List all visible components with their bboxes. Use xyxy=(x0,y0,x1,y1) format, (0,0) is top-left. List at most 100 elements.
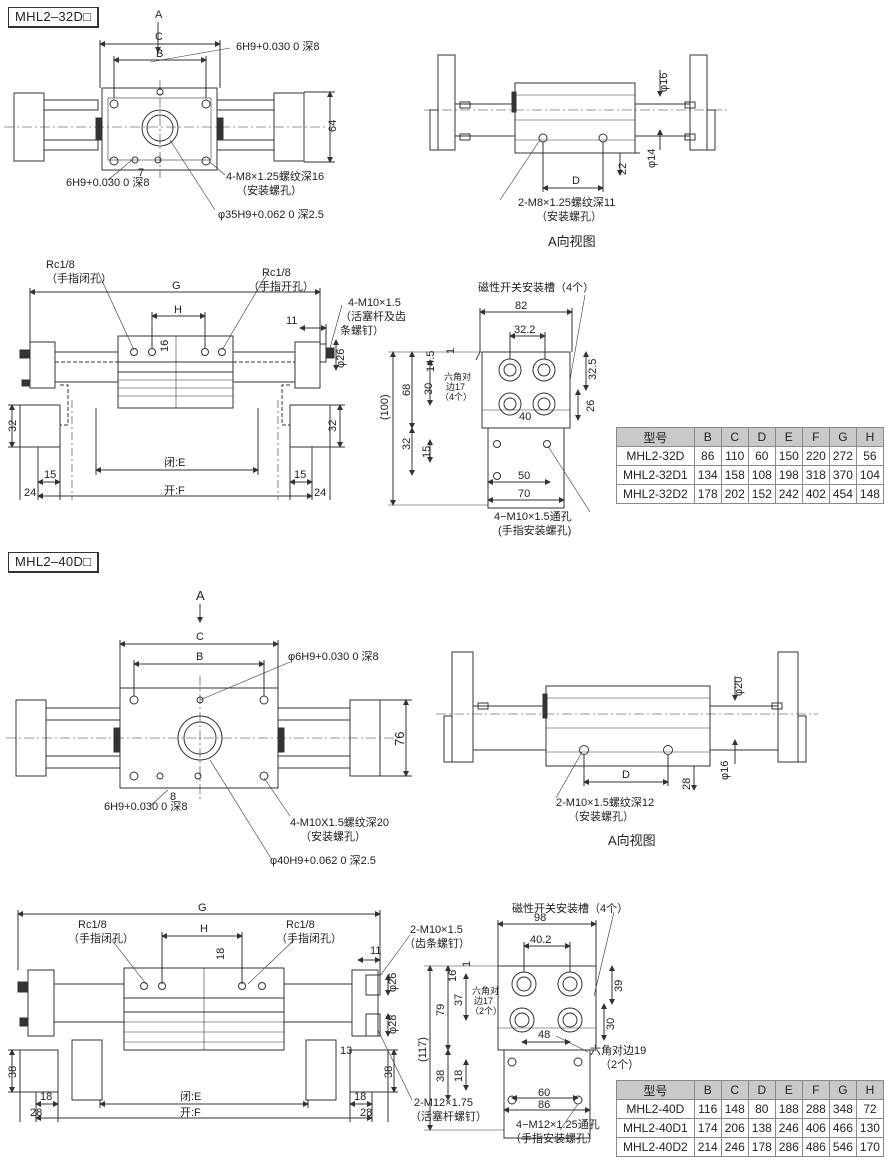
svg-text:六角对: 六角对 xyxy=(444,371,471,382)
svg-text:98: 98 xyxy=(534,912,546,924)
table-cell: 178 xyxy=(747,1137,776,1157)
model-tag-40: MHL2–40D□ xyxy=(8,552,100,573)
end-view-40-labels: 磁性开关安装槽（4个） 98 40.2 1 16 37 79 (117) 38 … xyxy=(417,901,646,1145)
side-view-40 xyxy=(436,651,818,799)
slot-label: 磁性开关安装槽（4个） xyxy=(478,280,594,294)
svg-text:64: 64 xyxy=(327,120,339,132)
table-cell: 288 xyxy=(801,1099,830,1119)
side-view-32 xyxy=(424,54,728,201)
table-cell: 198 xyxy=(774,465,803,485)
table-cell: 80 xyxy=(747,1099,776,1119)
svg-text:边17: 边17 xyxy=(474,996,493,1006)
table-cell: 108 xyxy=(747,465,776,485)
svg-text:28: 28 xyxy=(30,1107,42,1119)
svg-text:7: 7 xyxy=(138,167,144,179)
table-header: D xyxy=(747,1080,776,1100)
svg-text:28: 28 xyxy=(681,778,693,790)
svg-text:11: 11 xyxy=(286,315,297,327)
svg-text:C: C xyxy=(155,31,163,43)
table-header: F xyxy=(801,427,830,447)
svg-text:G: G xyxy=(198,902,207,914)
svg-text:（手指闭孔）: （手指闭孔） xyxy=(46,271,112,285)
svg-text:79: 79 xyxy=(435,1004,447,1016)
table-cell: 188 xyxy=(774,1099,803,1119)
table-cell: 60 xyxy=(747,446,776,466)
svg-text:（安装螺孔）: （安装螺孔） xyxy=(536,209,602,223)
svg-text:（手指闭孔）: （手指闭孔） xyxy=(276,931,342,945)
rack-screw-label: 2-M10×1.5 xyxy=(410,924,463,936)
svg-text:六角对: 六角对 xyxy=(472,985,499,996)
top-view-32 xyxy=(4,22,335,211)
table-cell: 134 xyxy=(693,465,722,485)
hole-label-bottom: 6H9+0.030 0 深8 xyxy=(66,176,149,189)
svg-text:32.5: 32.5 xyxy=(587,359,599,380)
svg-text:16: 16 xyxy=(447,970,459,982)
table-header: E xyxy=(774,427,803,447)
svg-text:30: 30 xyxy=(423,383,435,395)
table-cell: 178 xyxy=(693,484,722,504)
table-header-row: 型号 B C D E F G H xyxy=(616,1080,884,1100)
hex19-label: 六角对边19 xyxy=(590,1043,646,1057)
table-cell: 370 xyxy=(828,465,857,485)
svg-text:15: 15 xyxy=(44,469,56,481)
svg-text:68: 68 xyxy=(401,384,413,396)
table-cell: 206 xyxy=(720,1118,749,1138)
bore-label-40: φ40H9+0.062 0 深2.5 xyxy=(270,854,376,867)
svg-text:18: 18 xyxy=(453,1070,465,1082)
table-cell: 286 xyxy=(774,1137,803,1157)
table-cell: 174 xyxy=(693,1118,722,1138)
arrow-a-label-40: A xyxy=(196,588,205,603)
side-view-40-labels: D φ20 φ16 28 2-M10×1.5螺纹深12 （安装螺孔） A向视图 xyxy=(556,677,745,848)
svg-text:38: 38 xyxy=(7,1066,19,1078)
table-cell: MHL2-32D1 xyxy=(616,465,695,485)
table-cell: 214 xyxy=(693,1137,722,1157)
svg-text:18: 18 xyxy=(215,948,227,960)
svg-text:φ14: φ14 xyxy=(646,149,658,168)
thread-label: 4-M8×1.25螺纹深16 xyxy=(226,169,324,183)
svg-text:18: 18 xyxy=(354,1091,366,1103)
side-thread-label: 2-M8×1.25螺纹深11 xyxy=(518,195,615,209)
table-header: G xyxy=(828,427,857,447)
svg-text:82: 82 xyxy=(515,300,527,312)
svg-text:76: 76 xyxy=(392,732,407,746)
svg-text:32: 32 xyxy=(401,438,413,450)
svg-text:Rc1/8: Rc1/8 xyxy=(286,919,315,931)
hole-label-top: 6H9+0.030 0 深8 xyxy=(236,40,319,53)
table-cell: 242 xyxy=(774,484,803,504)
svg-text:φ26: φ26 xyxy=(335,349,347,368)
slot-label-40: 磁性开关安装槽（4个） xyxy=(512,901,628,915)
svg-text:Rc1/8: Rc1/8 xyxy=(46,259,75,271)
svg-text:(手指安装螺孔): (手指安装螺孔) xyxy=(498,523,571,537)
table-cell: 246 xyxy=(720,1137,749,1157)
svg-text:条螺钉）: 条螺钉） xyxy=(340,323,384,337)
svg-text:（2个）: （2个） xyxy=(470,1006,502,1016)
svg-text:（手指闭孔）: （手指闭孔） xyxy=(68,931,134,945)
svg-text:（2个）: （2个） xyxy=(600,1058,639,1071)
svg-text:H: H xyxy=(174,304,182,316)
table-header: 型号 xyxy=(616,1080,695,1100)
svg-text:φ20: φ20 xyxy=(733,677,745,696)
piston-rod-screw-label: 2-M12×1.75 xyxy=(414,1097,473,1109)
svg-text:24: 24 xyxy=(24,487,36,499)
end-view-40 xyxy=(424,911,615,1139)
svg-text:32.2: 32.2 xyxy=(514,324,535,336)
svg-text:86: 86 xyxy=(538,1099,550,1111)
svg-text:15: 15 xyxy=(294,469,306,481)
table-cell: 402 xyxy=(801,484,830,504)
table-cell: 116 xyxy=(693,1099,722,1119)
table-cell: MHL2-40D2 xyxy=(616,1137,695,1157)
bore-label: φ35H9+0.062 0 深2.5 xyxy=(218,208,324,221)
table-cell: 130 xyxy=(855,1118,884,1138)
svg-text:15: 15 xyxy=(421,446,433,458)
table-cell: 110 xyxy=(720,446,749,466)
through-hole-label: 4−M10×1.5通孔 xyxy=(494,510,572,523)
table-cell: MHL2-40D1 xyxy=(616,1118,695,1138)
svg-text:8: 8 xyxy=(170,791,176,803)
svg-text:φ28: φ28 xyxy=(387,1015,399,1034)
